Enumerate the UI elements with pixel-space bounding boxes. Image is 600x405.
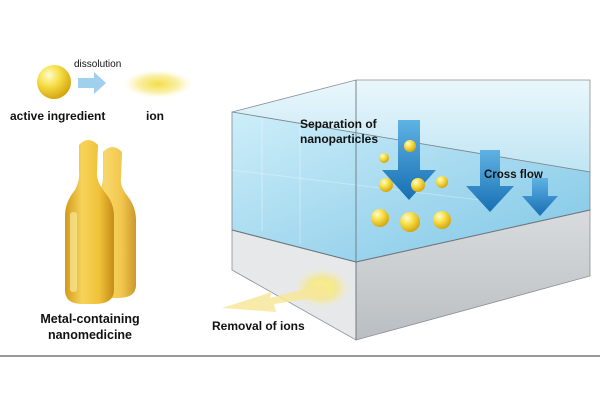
nanoparticle	[400, 212, 420, 232]
down-arrow-icon	[466, 150, 514, 212]
removal-arrow-icon	[222, 284, 330, 312]
nanoparticle	[404, 140, 416, 152]
nanoparticle	[436, 176, 448, 188]
ion-label: ion	[146, 109, 164, 123]
product-label-line1: Metal-containing	[40, 312, 139, 326]
separation-label-line2: nanoparticles	[300, 132, 378, 146]
nanoparticle	[379, 153, 389, 163]
ampoule-front	[65, 140, 114, 304]
nanoparticle	[371, 209, 389, 227]
right-arrow-icon	[78, 72, 106, 94]
nanoparticle	[411, 178, 425, 192]
product-label-line2: nanomedicine	[48, 328, 132, 342]
separation-label-line1: Separation of	[300, 117, 378, 131]
dissolution-label: dissolution	[74, 59, 121, 70]
down-arrow-icon	[522, 178, 558, 216]
ion-cloud	[124, 70, 192, 98]
active-ingredient-particle	[37, 65, 71, 99]
nanoparticle	[379, 178, 393, 192]
nanoparticle	[433, 211, 451, 229]
active-ingredient-label: active ingredient	[10, 109, 105, 123]
nanoparticles	[371, 140, 451, 232]
removal-label: Removal of ions	[212, 319, 305, 333]
cross-flow-label: Cross flow	[484, 169, 543, 181]
